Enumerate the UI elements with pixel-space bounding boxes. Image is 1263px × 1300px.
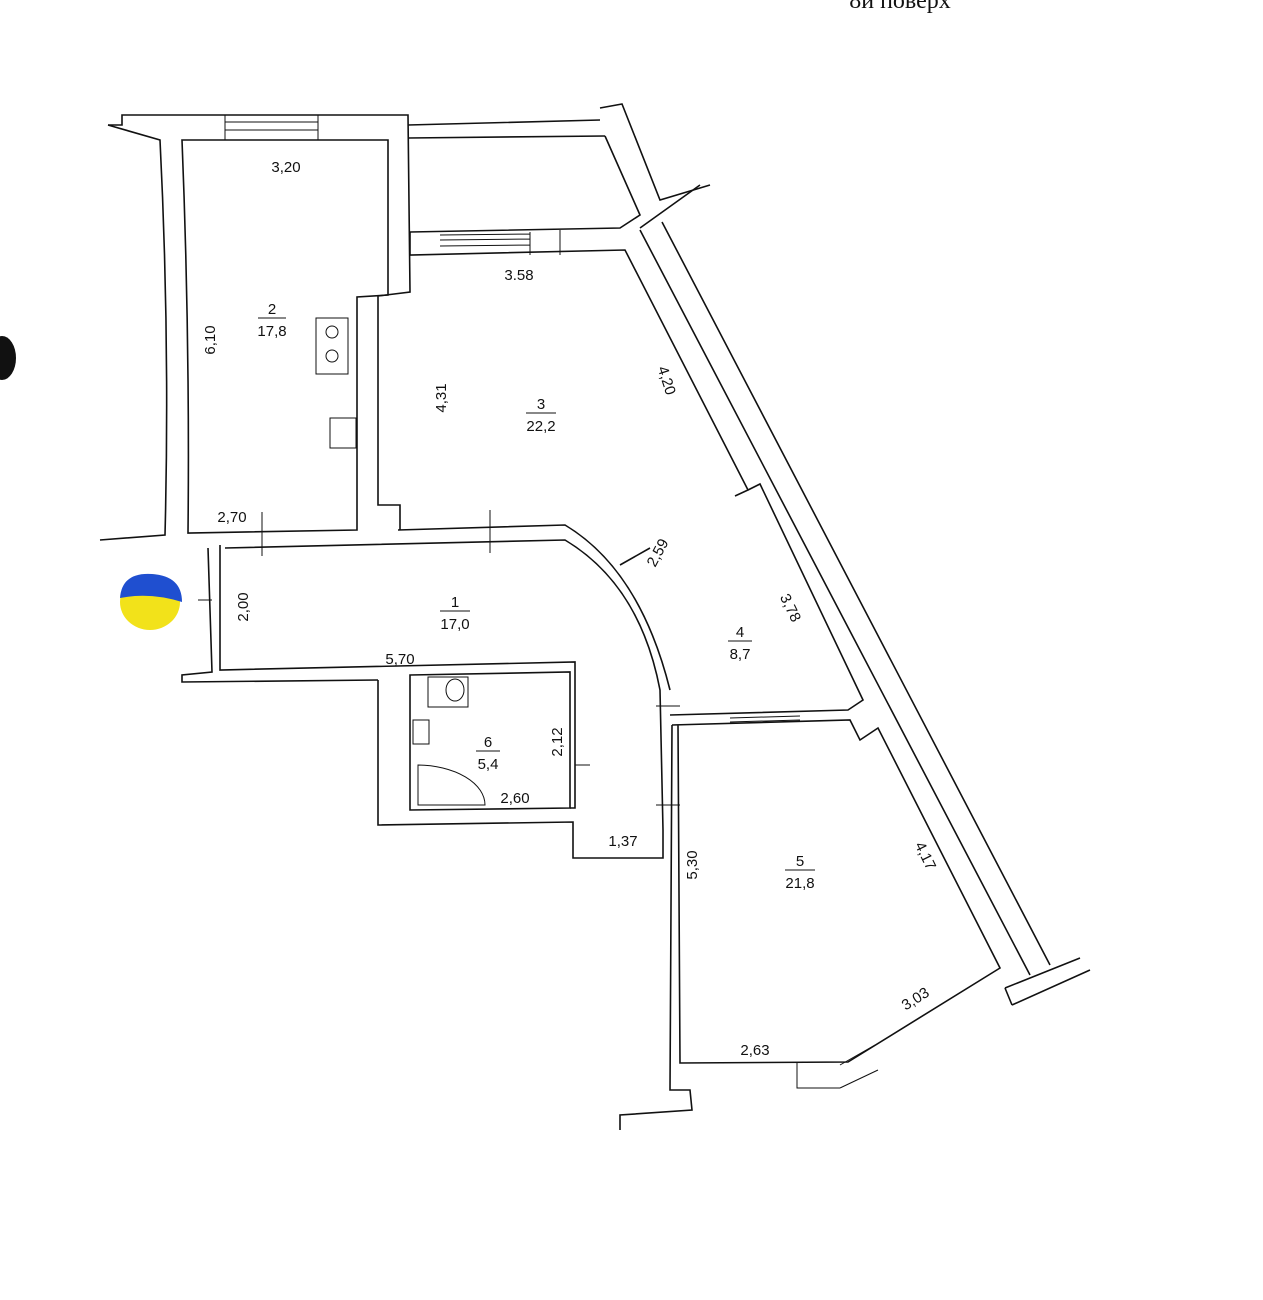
room-5-label: 5 21,8: [785, 853, 815, 892]
dim: 5,30: [684, 850, 701, 879]
room-4-label: 4 8,7: [728, 624, 752, 663]
walls: [99, 103, 1091, 1130]
svg-text:8,7: 8,7: [730, 646, 751, 663]
dim: 2,63: [740, 1042, 769, 1059]
room-2-label: 2 17,8: [257, 301, 286, 340]
floor-title: 8й поверх: [849, 0, 951, 14]
flag-mark: [120, 573, 182, 630]
svg-text:5,4: 5,4: [478, 756, 499, 773]
svg-text:5: 5: [796, 853, 804, 870]
room-1-label: 1 17,0: [440, 594, 470, 633]
dim: 4,20: [654, 364, 679, 397]
svg-text:3: 3: [537, 396, 545, 413]
svg-text:4: 4: [736, 624, 744, 641]
scan-mark: [0, 336, 16, 380]
room-3-label: 3 22,2: [526, 396, 556, 435]
svg-text:22,2: 22,2: [526, 418, 555, 435]
dim: 2,70: [217, 509, 246, 526]
svg-text:2: 2: [268, 301, 276, 318]
svg-text:17,8: 17,8: [257, 323, 286, 340]
dim: 4,17: [911, 839, 939, 873]
dim: 5,70: [385, 651, 414, 668]
svg-text:21,8: 21,8: [785, 875, 814, 892]
dim: 3,20: [271, 159, 300, 176]
dim: 3,78: [776, 591, 804, 625]
dim: 3,03: [899, 984, 933, 1014]
svg-text:6: 6: [484, 734, 492, 751]
dim: 3.58: [504, 267, 533, 284]
dim: 1,37: [608, 833, 637, 850]
room-6-label: 6 5,4: [476, 734, 500, 773]
dim: 4,31: [433, 383, 450, 412]
dim: 2,59: [644, 536, 673, 570]
dim: 2,60: [500, 790, 529, 807]
dim: 2,00: [235, 592, 252, 621]
dim: 2,12: [549, 727, 566, 756]
dim: 6,10: [202, 325, 219, 354]
svg-text:17,0: 17,0: [440, 616, 469, 633]
svg-text:1: 1: [451, 594, 459, 611]
dimension-labels: 3,20 6,10 2,70 3.58 4,31 4,20 2,00 5,70 …: [202, 159, 939, 1059]
